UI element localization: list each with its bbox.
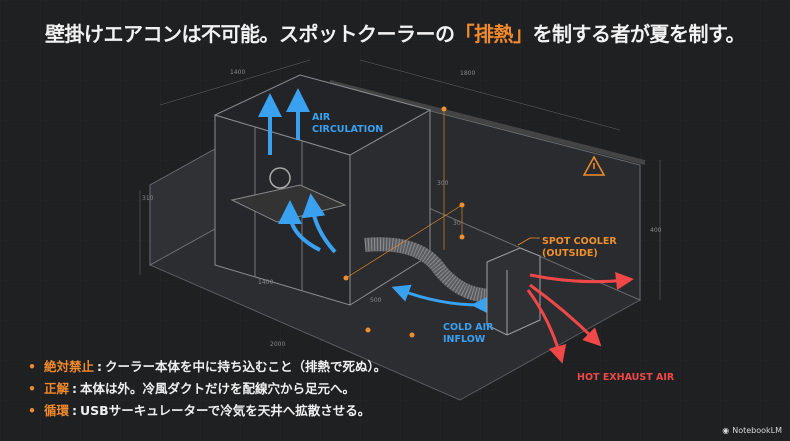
dim-label: 1800: [460, 70, 475, 77]
logo-text: NotebookLM: [732, 426, 782, 435]
dim-label: 1400: [230, 69, 245, 76]
hot-exhaust-arrow: [526, 289, 567, 364]
dim-label: 500: [370, 297, 382, 304]
separator: :: [72, 381, 78, 396]
label-line: (OUTSIDE): [542, 248, 598, 259]
bullet-dot: •: [28, 403, 36, 418]
bullet-key: 絶対禁止: [44, 359, 95, 374]
key-points-list: •絶対禁止:クーラー本体を中に持ち込むこと（排熱で死ぬ）。 •正解:本体は外。冷…: [28, 356, 386, 422]
hot-exhaust-label: HOT EXHAUST AIR: [577, 372, 675, 383]
label-line: INFLOW: [443, 334, 486, 345]
label-line: SPOT COOLER: [542, 236, 617, 247]
bullet-key: 正解: [44, 381, 70, 396]
title-highlight: 「排熱」: [454, 22, 534, 46]
spot-cooler-unit: [486, 247, 541, 336]
air-curve-arrow: [278, 200, 321, 252]
separator: :: [72, 403, 78, 418]
dim-label: 1400: [258, 279, 273, 286]
dim-label: 400: [650, 227, 662, 234]
dim-label: 2000: [270, 341, 285, 348]
annotation-lines: [345, 109, 463, 279]
dim-label: 300: [437, 180, 449, 187]
hot-exhaust-arrow: [529, 283, 602, 347]
usb-fan: [269, 167, 291, 189]
bullet-text: USBサーキュレーターで冷気を天井へ拡散させる。: [80, 403, 371, 418]
warning-icon: [582, 155, 606, 176]
cold-air-arrow: [391, 284, 490, 315]
bullet-text: クーラー本体を中に持ち込むこと（排熱で死ぬ）。: [105, 359, 387, 374]
label-line: AIR: [312, 112, 331, 123]
list-item: • 循環:USBサーキュレーターで冷気を天井へ拡散させる。: [28, 400, 386, 422]
list-item: • 絶対禁止:クーラー本体を中に持ち込むこと（排熱で死ぬ）。: [28, 356, 386, 378]
hot-exhaust-arrow: [529, 272, 634, 290]
wall-top: [330, 80, 645, 165]
title-text: 壁掛けエアコンは不可能。スポットクーラーの: [45, 22, 455, 46]
dim-label: 310: [142, 195, 154, 202]
list-item: • 正解:本体は外。冷風ダクトだけを配線穴から足元へ。: [28, 378, 386, 400]
logo-icon: ◉: [722, 426, 730, 435]
dim-label: 30: [453, 220, 461, 227]
bullet-dot: •: [28, 381, 36, 396]
separator: :: [97, 359, 103, 374]
air-curve-arrow: [301, 193, 337, 254]
bullet-key: 循環: [44, 403, 70, 418]
leader-line: [517, 237, 540, 246]
dimension-lines: [139, 59, 661, 300]
label-line: COLD AIR: [443, 322, 494, 333]
label-line: CIRCULATION: [312, 124, 384, 135]
spot-cooler-label: SPOT COOLER(OUTSIDE): [542, 236, 617, 260]
page-title: 壁掛けエアコンは不可能。スポットクーラーの「排熱」を制する者が夏を制す。: [0, 18, 790, 47]
title-text: を制する者が夏を制す。: [532, 22, 746, 46]
bullet-text: 本体は外。冷風ダクトだけを配線穴から足元へ。: [80, 381, 356, 396]
notebooklm-logo: ◉NotebookLM: [722, 426, 782, 435]
bullet-dot: •: [28, 359, 36, 374]
